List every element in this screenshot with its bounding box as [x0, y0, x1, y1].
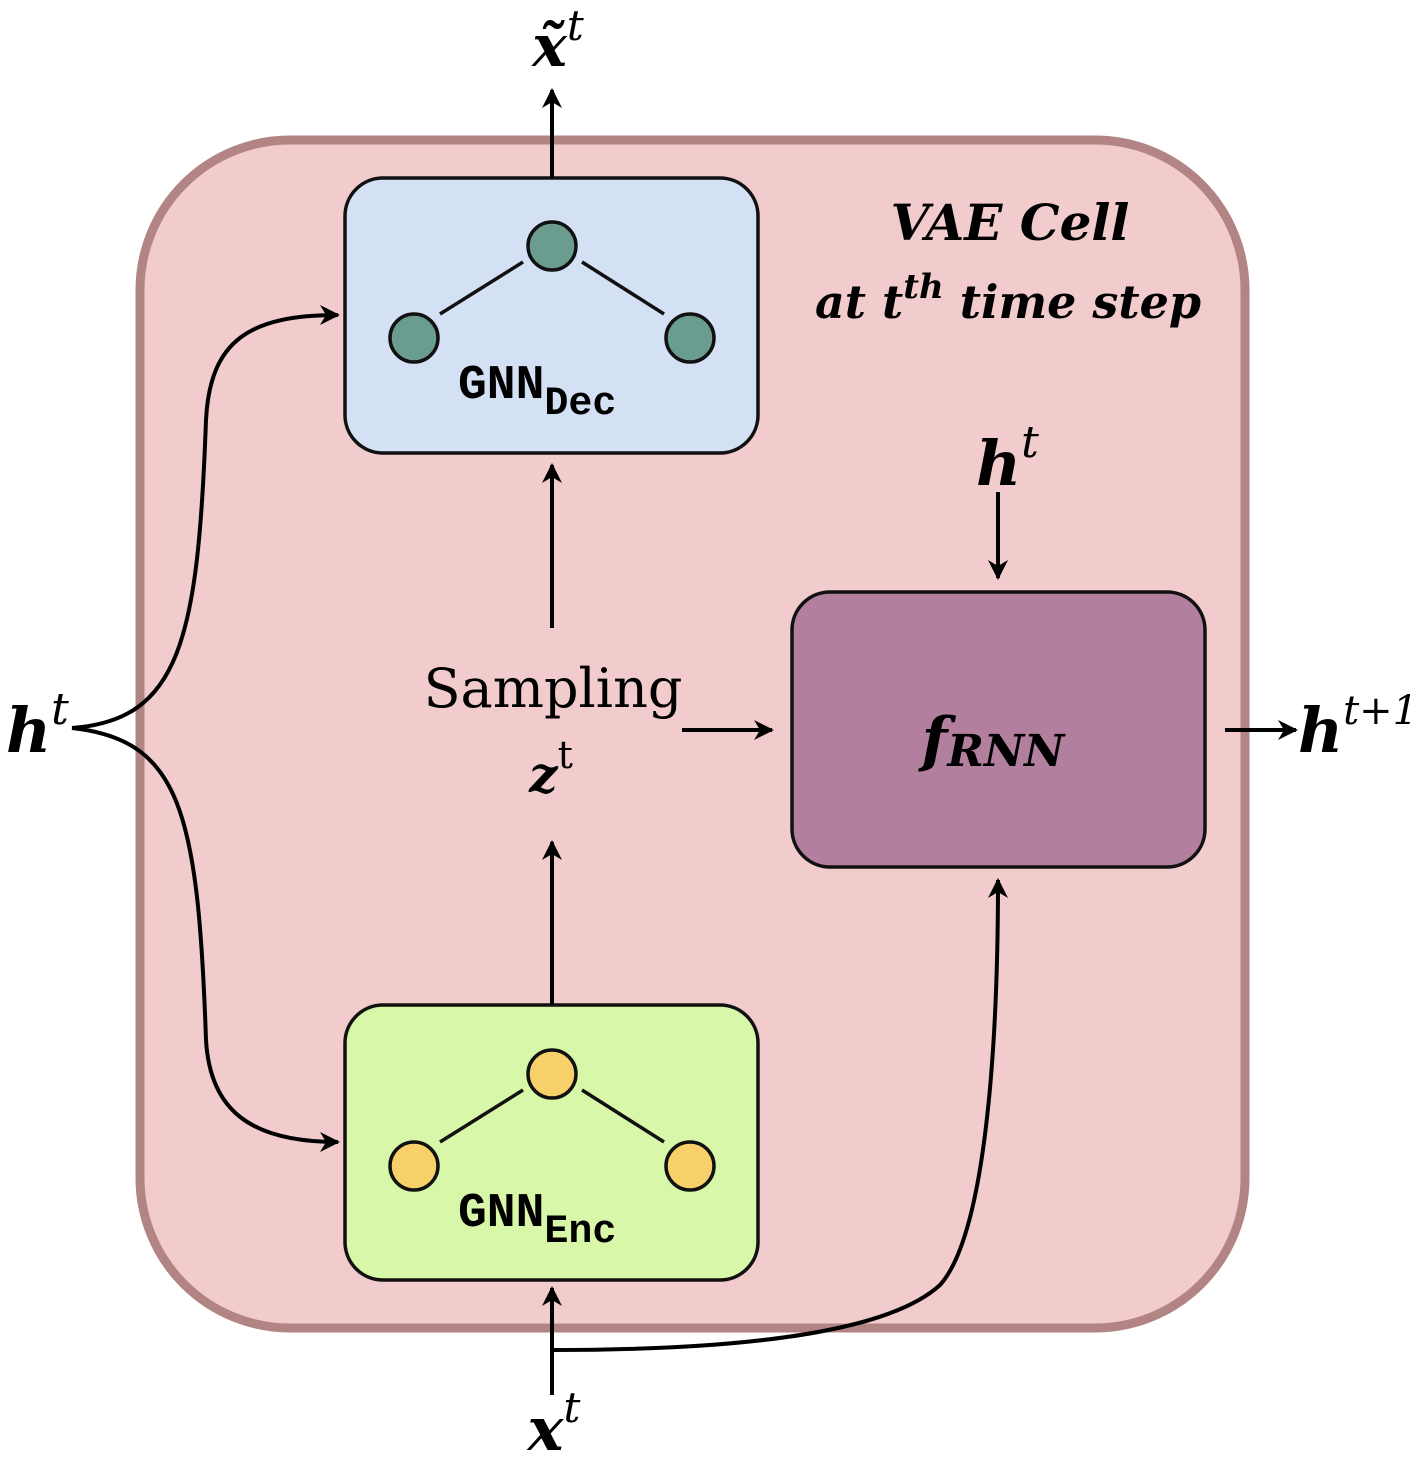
decoder-label: GNNDec — [458, 359, 616, 427]
h-next-label: ht+1 — [1298, 688, 1418, 767]
cell-title-line2: at tth time step — [815, 267, 1201, 329]
h-left-label: ht — [6, 684, 69, 767]
encoder-label: GNNEnc — [458, 1187, 616, 1255]
arrow-x-to-rnn — [551, 878, 1008, 1352]
decoder-node-left — [388, 312, 440, 364]
z-t-label: zt — [528, 733, 573, 804]
arrow-h-left-to-decoder — [71, 305, 340, 730]
h-top-label: ht — [976, 417, 1039, 500]
decoder-node-right — [664, 312, 716, 364]
rnn-block: fRNN — [790, 590, 1207, 869]
encoder-block: GNNEnc — [343, 1003, 760, 1282]
decoder-node-top — [526, 220, 578, 272]
encoder-node-right — [664, 1140, 716, 1192]
arrows — [71, 88, 1298, 1395]
decoder-block: GNNDec — [343, 176, 760, 455]
encoder-node-top — [526, 1048, 578, 1100]
rnn-box — [790, 590, 1207, 869]
x-tilde-label: x̃t — [530, 1, 584, 80]
x-input-label: xt — [526, 1383, 581, 1464]
sampling-label: Sampling — [424, 657, 683, 720]
cell-title-line1: VAE Cell — [891, 193, 1130, 252]
encoder-node-left — [388, 1140, 440, 1192]
arrow-h-left-to-encoder — [71, 726, 340, 1152]
